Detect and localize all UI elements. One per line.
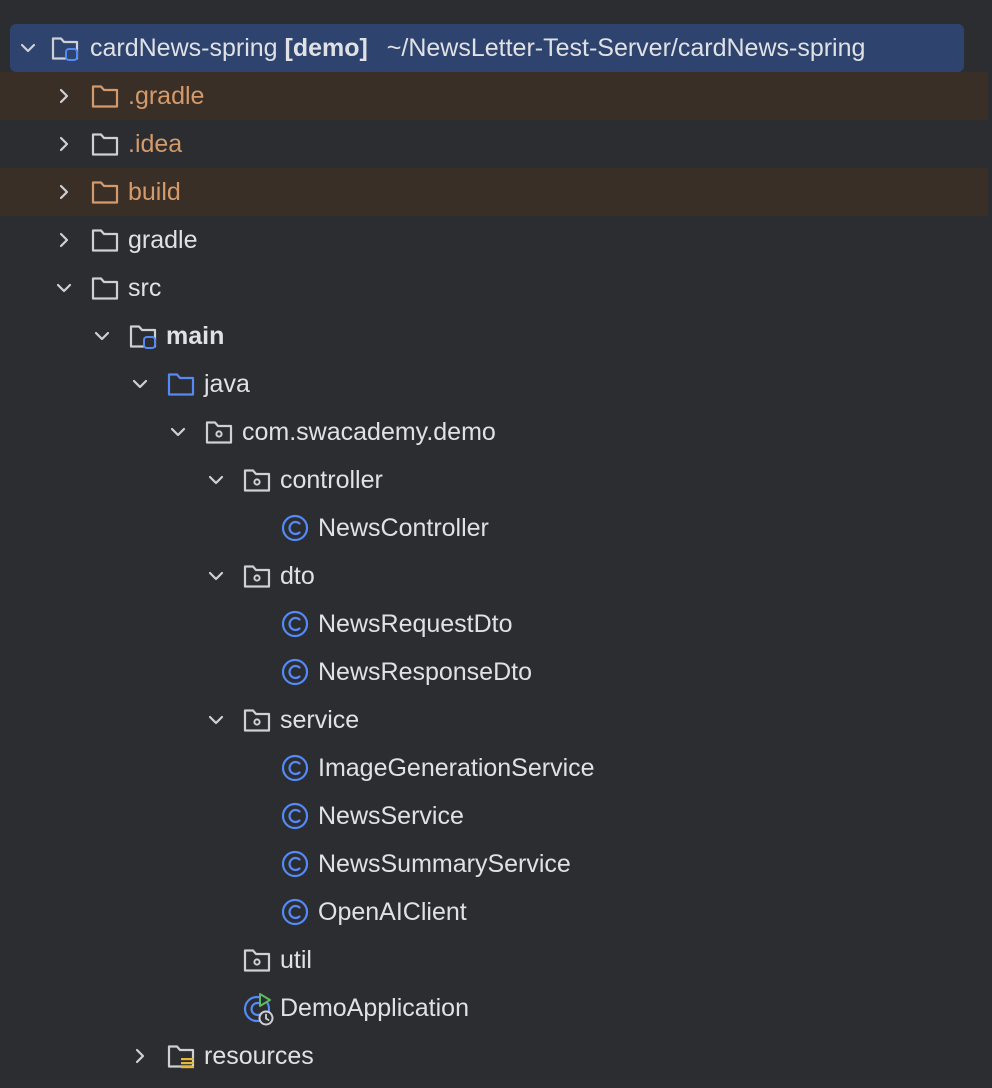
tree-item-label: dto — [280, 562, 315, 590]
tree-row-src[interactable]: src — [0, 264, 988, 312]
source-folder-icon — [166, 370, 196, 398]
chevron-down-icon[interactable] — [206, 566, 226, 586]
chevron-down-icon[interactable] — [130, 374, 150, 394]
chevron-down-icon[interactable] — [206, 470, 226, 490]
class-icon — [280, 609, 310, 639]
class-icon — [280, 753, 310, 783]
chevron-down-icon[interactable] — [54, 278, 74, 298]
package-icon — [242, 562, 272, 590]
tree-row-demo-application[interactable]: DemoApplication — [0, 984, 988, 1032]
tree-item-label: util — [280, 946, 312, 974]
class-icon — [280, 657, 310, 687]
tree-item-label: NewsService — [318, 802, 464, 830]
tree-row-main[interactable]: main — [0, 312, 988, 360]
tree-item-label: src — [128, 274, 162, 302]
folder-icon — [90, 226, 120, 254]
package-icon — [204, 418, 234, 446]
tree-row-root-project[interactable]: cardNews-spring [demo] ~/NewsLetter-Test… — [10, 24, 964, 72]
chevron-right-icon[interactable] — [54, 134, 74, 154]
tree-item-label: com.swacademy.demo — [242, 418, 496, 446]
package-icon — [242, 466, 272, 494]
chevron-down-icon[interactable] — [18, 38, 38, 58]
tree-row-news-service[interactable]: NewsService — [0, 792, 988, 840]
tree-item-label: DemoApplication — [280, 994, 469, 1022]
class-icon — [280, 849, 310, 879]
module-folder-icon — [50, 34, 80, 61]
tree-row-build[interactable]: build — [0, 168, 988, 216]
chevron-down-icon[interactable] — [168, 422, 188, 442]
module-name: [demo] — [284, 34, 368, 62]
tree-row-util[interactable]: util — [0, 936, 988, 984]
chevron-down-icon[interactable] — [206, 710, 226, 730]
class-icon — [280, 801, 310, 831]
excluded-folder-icon — [90, 82, 120, 110]
package-icon — [242, 706, 272, 734]
chevron-right-icon[interactable] — [54, 86, 74, 106]
tree-row-news-controller[interactable]: NewsController — [0, 504, 988, 552]
chevron-down-icon[interactable] — [92, 326, 112, 346]
package-icon — [242, 946, 272, 974]
tree-item-label: NewsController — [318, 514, 489, 542]
tree-item-label: NewsSummaryService — [318, 850, 571, 878]
excluded-folder-icon — [90, 178, 120, 206]
folder-icon — [90, 130, 120, 158]
tree-row-resources[interactable]: resources — [0, 1032, 988, 1080]
tree-item-label: java — [204, 370, 250, 398]
tree-item-label: ImageGenerationService — [318, 754, 595, 782]
tree-row-news-request-dto[interactable]: NewsRequestDto — [0, 600, 988, 648]
tree-item-label: resources — [204, 1042, 314, 1070]
class-icon — [280, 897, 310, 927]
chevron-right-icon[interactable] — [54, 230, 74, 250]
tree-row-openai-client[interactable]: OpenAIClient — [0, 888, 988, 936]
tree-row-gradle[interactable]: gradle — [0, 216, 988, 264]
tree-item-label: .idea — [128, 130, 183, 158]
chevron-right-icon[interactable] — [54, 182, 74, 202]
project-name: cardNews-spring — [90, 34, 278, 62]
tree-row-java[interactable]: java — [0, 360, 988, 408]
tree-row-package-root[interactable]: com.swacademy.demo — [0, 408, 988, 456]
source-root-folder-icon — [128, 322, 158, 349]
tree-item-label: build — [128, 178, 181, 206]
tree-row-controller[interactable]: controller — [0, 456, 988, 504]
tree-row-service[interactable]: service — [0, 696, 988, 744]
tree-row-gradle-cache[interactable]: .gradle — [0, 72, 988, 120]
tree-row-idea[interactable]: .idea — [0, 120, 988, 168]
tree-row-news-response-dto[interactable]: NewsResponseDto — [0, 648, 988, 696]
tree-row-dto[interactable]: dto — [0, 552, 988, 600]
tree-item-label: gradle — [128, 226, 198, 254]
folder-icon — [90, 274, 120, 302]
tree-item-label: service — [280, 706, 360, 734]
chevron-right-icon[interactable] — [130, 1046, 150, 1066]
tree-row-news-summary-service[interactable]: NewsSummaryService — [0, 840, 988, 888]
tree-item-label: controller — [280, 466, 383, 494]
tree-item-label: NewsResponseDto — [318, 658, 532, 686]
tree-item-label: OpenAIClient — [318, 898, 467, 926]
resources-folder-icon — [166, 1042, 196, 1069]
class-icon — [280, 513, 310, 543]
tree-item-label: main — [166, 322, 225, 350]
tree-row-image-generation-service[interactable]: ImageGenerationService — [0, 744, 988, 792]
runnable-class-icon — [243, 993, 274, 1026]
tree-item-label: .gradle — [128, 82, 205, 110]
root-project-label: cardNews-spring [demo] ~/NewsLetter-Test… — [90, 24, 865, 72]
tree-item-label: NewsRequestDto — [318, 610, 513, 638]
project-path: ~/NewsLetter-Test-Server/cardNews-spring — [386, 34, 866, 62]
